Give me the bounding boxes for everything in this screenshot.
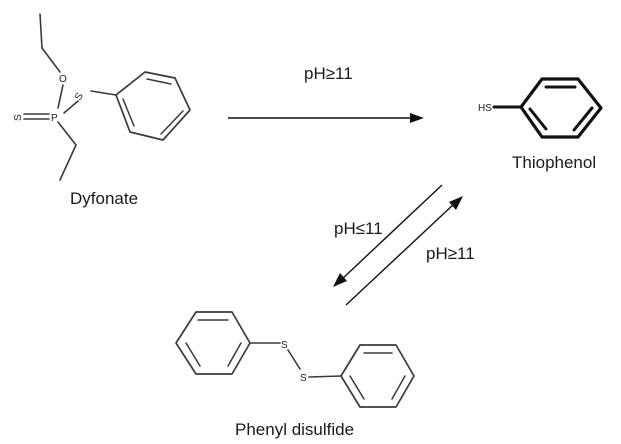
dyfonate-to-thiophenol-arrow — [228, 113, 424, 123]
dyfonate-oxygen-atom: O — [59, 74, 67, 85]
thiophenol-to-disulfide-condition: pH≤11 — [334, 219, 383, 238]
disulfide-left-benzene-ring — [175, 311, 251, 375]
disulfide-sulfur-atom-1: S — [281, 340, 288, 351]
disulfide-to-thiophenol-condition: pH≥11 — [426, 244, 475, 263]
thiophenol-hs-group: HS — [478, 103, 492, 114]
disulfide-right-benzene-ring — [340, 344, 415, 408]
thiophenol-benzene-ring — [519, 77, 603, 139]
dyfonate-phosphorus-atom: P — [51, 113, 58, 124]
disulfide-to-thiophenol-arrow — [345, 196, 463, 306]
phenyl-disulfide-structure: S S — [175, 311, 415, 408]
dyfonate-linking-sulfur-atom: S — [73, 91, 86, 103]
dyfonate-structure: O P S S — [13, 13, 191, 181]
thiophenol-to-disulfide-arrow — [333, 184, 443, 287]
dyfonate-label: Dyfonate — [70, 189, 138, 208]
phenyl-disulfide-label: Phenyl disulfide — [235, 420, 354, 439]
thiophenol-structure: HS — [478, 77, 603, 139]
dyfonate-benzene-ring — [115, 71, 191, 141]
dyfonate-thione-sulfur-atom: S — [13, 114, 24, 121]
dyfonate-to-thiophenol-condition: pH≥11 — [304, 64, 353, 83]
disulfide-sulfur-atom-2: S — [300, 373, 307, 384]
thiophenol-label: Thiophenol — [512, 153, 596, 172]
